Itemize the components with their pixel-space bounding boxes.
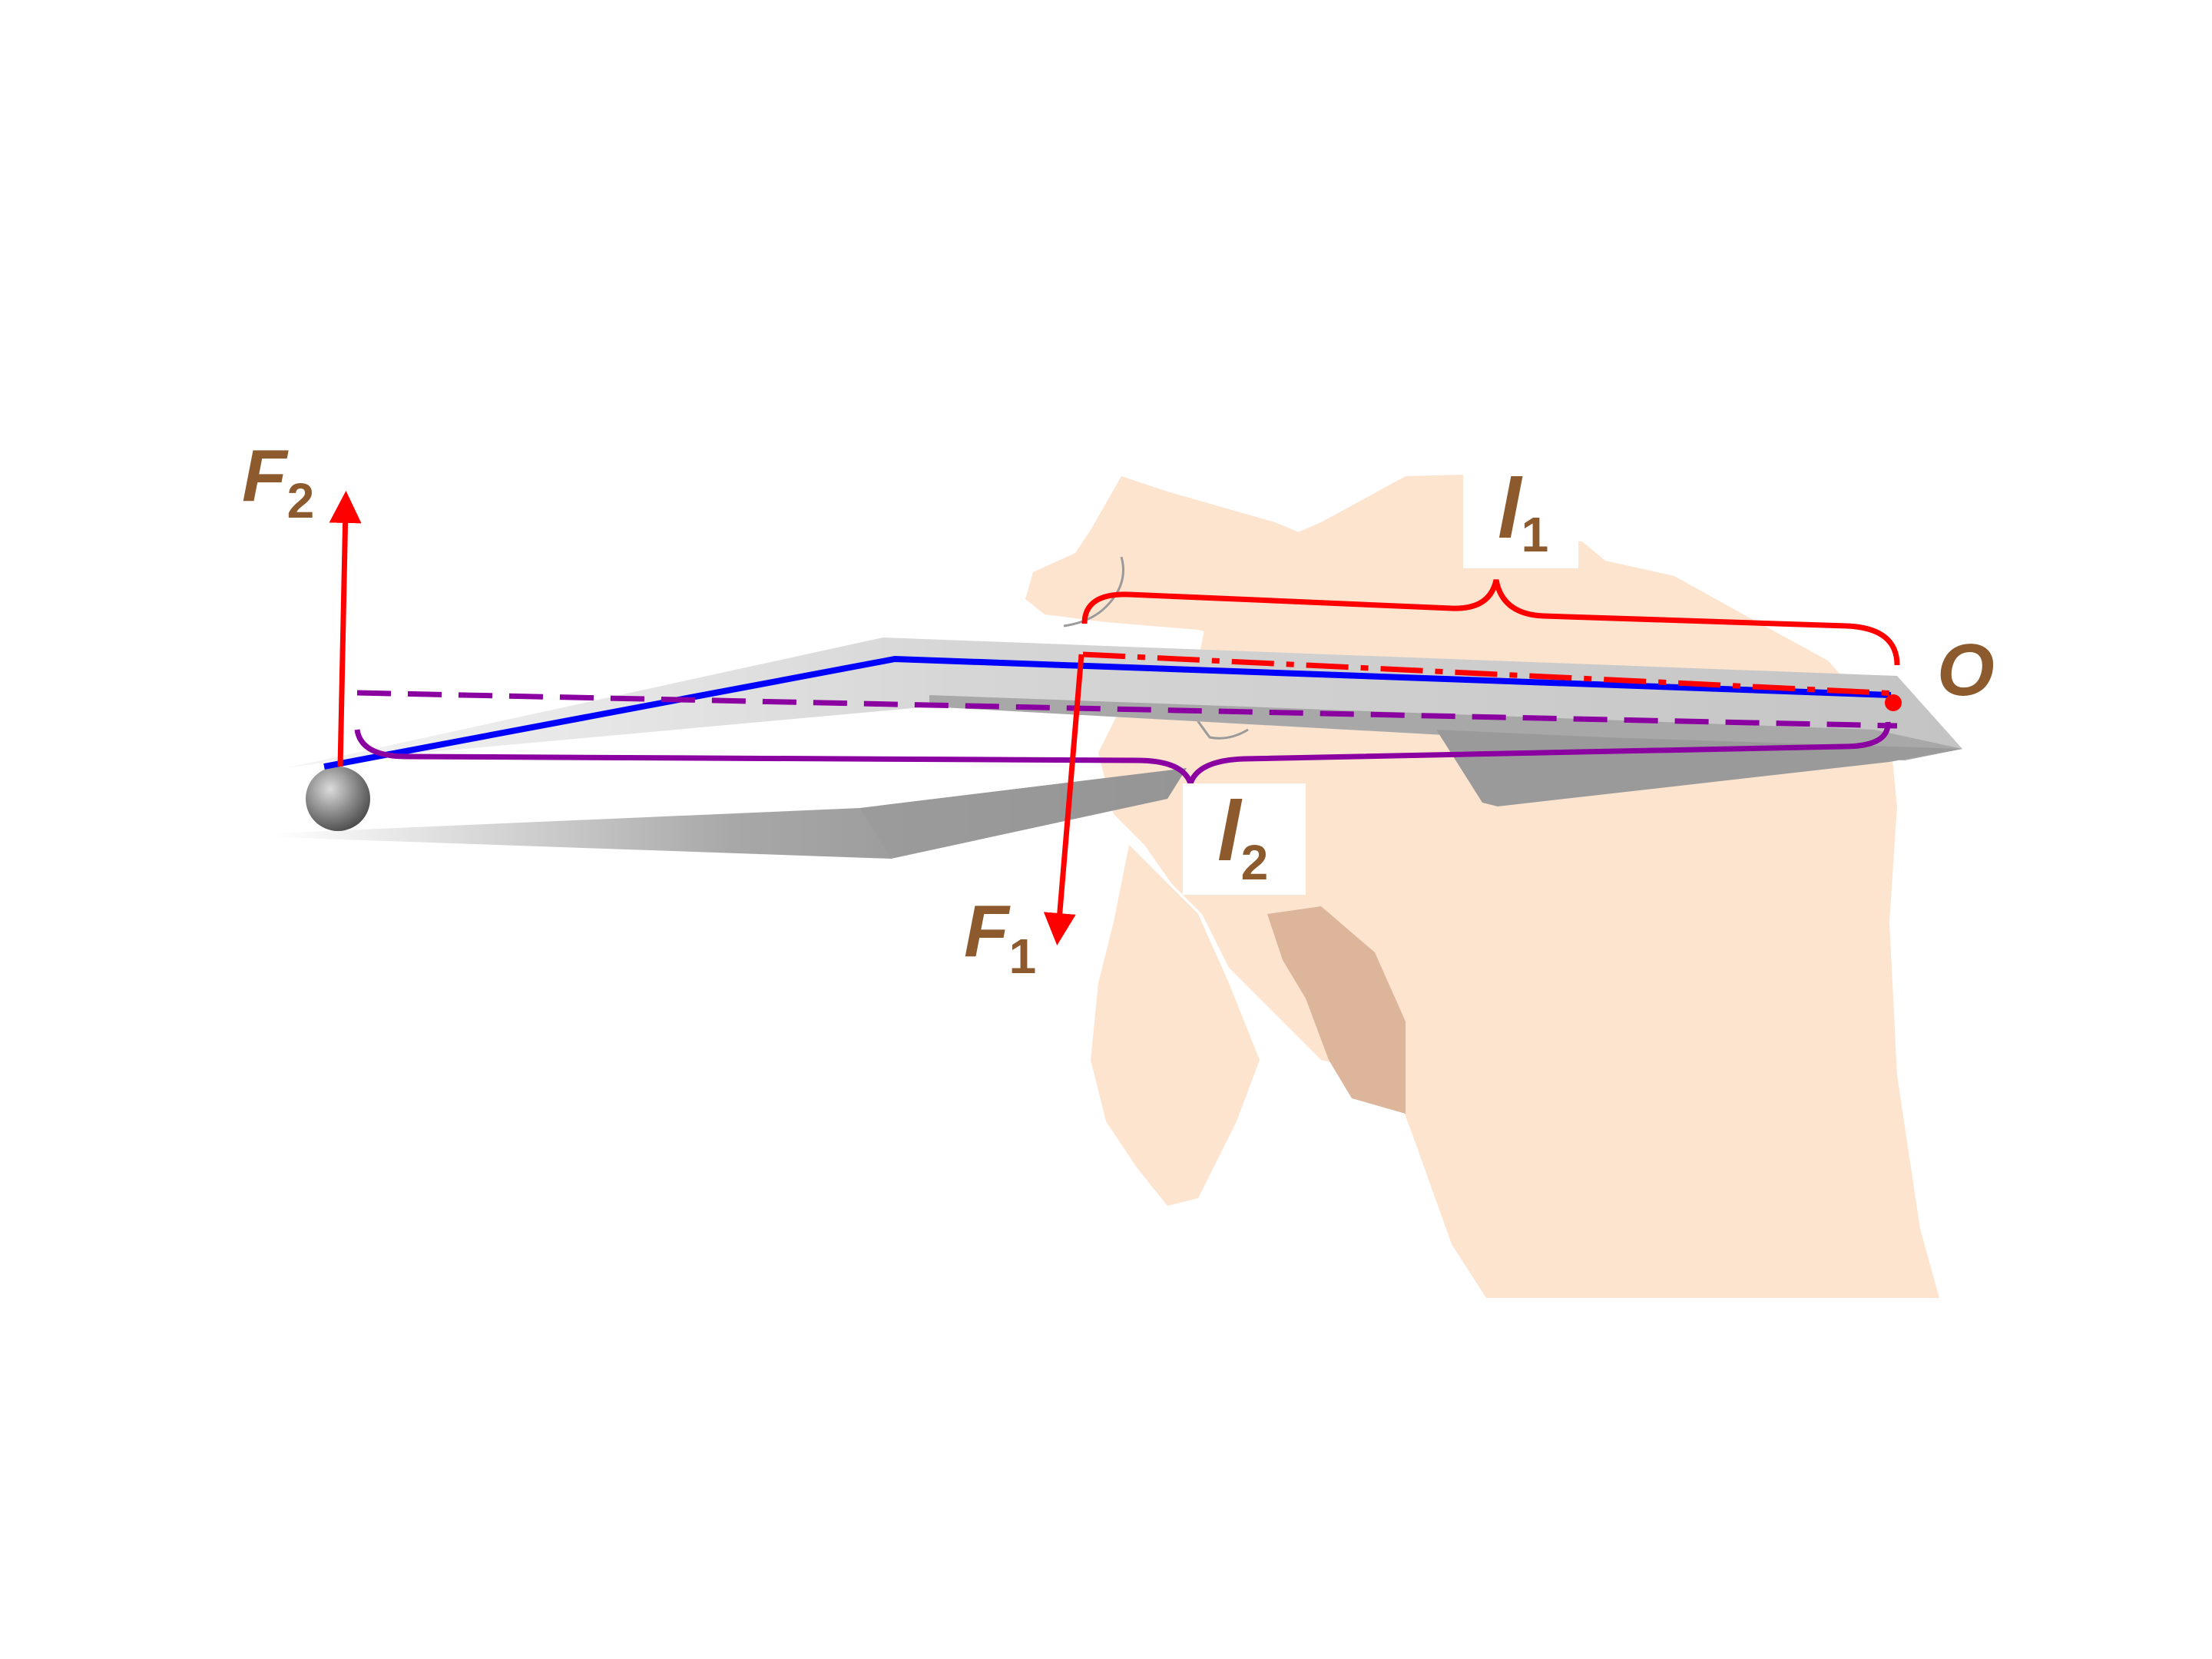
force-f2-arrow <box>329 491 362 767</box>
l2-label-background <box>1183 783 1306 895</box>
pivot-point-o <box>1885 694 1902 711</box>
force-f1-arrow <box>1043 654 1084 945</box>
finger-thumb <box>1091 845 1260 1206</box>
grasped-ball <box>306 767 370 831</box>
label-l2-main: l <box>1217 784 1243 879</box>
label-f2-sub: 2 <box>287 473 315 528</box>
brace-l1 <box>1081 579 1900 666</box>
label-f2: F2 <box>242 435 314 528</box>
label-pivot-o: O <box>1937 629 1995 711</box>
arm-l2-dashed-line <box>356 690 1898 729</box>
label-l1-sub: 1 <box>1522 507 1549 562</box>
label-l2: l2 <box>1217 784 1268 890</box>
label-l1: l1 <box>1498 462 1548 562</box>
lever-line <box>323 655 1892 770</box>
l1-label-background <box>1463 476 1578 568</box>
label-f2-main: F <box>242 435 289 517</box>
tweezer-lower-shade <box>860 768 1187 859</box>
knuckle-line <box>1063 556 1124 628</box>
label-l1-main: l <box>1498 462 1523 556</box>
label-f1: F1 <box>964 890 1036 984</box>
label-f1-main: F <box>964 890 1011 972</box>
arm-l1-dashdot-line <box>1082 651 1898 697</box>
hand-shadow <box>1267 906 1406 1114</box>
label-f1-sub: 1 <box>1009 929 1037 984</box>
lever-geometry <box>323 651 1902 770</box>
label-l2-sub: 2 <box>1241 835 1269 890</box>
